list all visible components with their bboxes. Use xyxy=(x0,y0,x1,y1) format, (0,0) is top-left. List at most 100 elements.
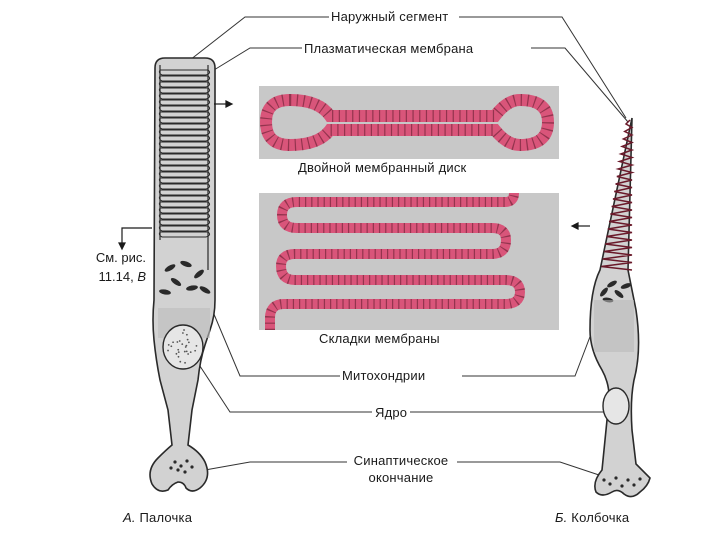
rod-disk xyxy=(158,123,211,130)
mitochondrion xyxy=(186,285,198,291)
label-outer-segment: Наружный сегмент xyxy=(331,9,449,24)
membrane-folds-segments xyxy=(265,192,526,330)
caption-rod-name: Палочка xyxy=(139,510,193,525)
chromatin-dot xyxy=(170,345,173,348)
synaptic-vesicle xyxy=(626,478,630,482)
chromatin-dot xyxy=(194,349,197,352)
rod-disk xyxy=(158,111,211,118)
chromatin-dot xyxy=(181,343,184,346)
synaptic-vesicle xyxy=(176,468,180,472)
rod-disk xyxy=(158,153,211,160)
label-nucleus: Ядро xyxy=(375,405,408,420)
synaptic-vesicle xyxy=(183,470,187,474)
mitochondrion xyxy=(600,287,608,297)
see-fig-line1: См. рис. xyxy=(95,250,146,265)
chromatin-dot xyxy=(186,338,189,341)
rod-disk xyxy=(158,105,211,112)
cone-nucleus xyxy=(602,387,630,425)
synaptic-vesicle xyxy=(190,465,194,469)
chromatin-dot xyxy=(187,341,190,344)
label-membrane-folds: Складки мембраны xyxy=(319,331,440,346)
rod-disk xyxy=(158,99,211,106)
leader-plasma-rod xyxy=(213,47,302,71)
caption-rod-letter: А. xyxy=(123,510,136,525)
leader-plasma-cone xyxy=(531,47,629,123)
rod-cell xyxy=(149,57,216,492)
rod-disk xyxy=(158,177,211,184)
mitochondrion xyxy=(607,280,617,288)
mitochondrion xyxy=(194,269,204,279)
synaptic-vesicle xyxy=(620,484,624,488)
synaptic-vesicle xyxy=(632,483,636,487)
synaptic-vesicle xyxy=(169,466,173,470)
cone-inner-segment-granules xyxy=(594,300,634,352)
mitochondrion xyxy=(620,283,632,289)
arrow-to-disk-panel-head xyxy=(225,100,234,108)
double-disk-membrane-segments xyxy=(259,93,555,152)
membrane-folds-panel-bg xyxy=(259,193,559,330)
rod-disk xyxy=(158,93,211,100)
synaptic-vesicle xyxy=(638,477,642,481)
rod-synaptic-vesicles xyxy=(169,459,194,474)
double-disk-panel xyxy=(259,86,559,159)
rod-disk xyxy=(158,75,211,82)
mitochondrion xyxy=(159,289,171,295)
cone-fold-zigzag xyxy=(601,119,635,271)
caption-cone: Б. Колбочка xyxy=(555,510,629,525)
chromatin-dot xyxy=(178,340,181,342)
chromatin-dot xyxy=(184,346,187,348)
arrow-to-fold-region-head xyxy=(570,222,579,230)
synaptic-vesicle xyxy=(173,460,177,464)
chromatin-dot xyxy=(167,343,170,346)
synaptic-vesicle xyxy=(614,476,618,480)
cone-cell xyxy=(589,117,651,498)
see-fig-letter: В xyxy=(137,269,146,284)
rod-disk xyxy=(158,189,211,196)
rod-disk xyxy=(158,117,211,124)
chromatin-dot xyxy=(185,350,188,353)
mitochondrion xyxy=(199,286,211,294)
leader-nucleus-rod xyxy=(195,359,372,413)
chromatin-dot xyxy=(189,351,192,354)
leader-synaptic-rod xyxy=(204,461,347,471)
label-mitochondria: Митохондрии xyxy=(342,368,426,383)
chromatin-dot xyxy=(187,353,190,355)
chromatin-dot xyxy=(177,351,180,354)
synaptic-vesicle xyxy=(602,478,606,482)
rod-disk xyxy=(158,195,211,202)
leader-synaptic-cone xyxy=(457,461,609,479)
chromatin-dot xyxy=(179,360,182,363)
chromatin-dot xyxy=(183,329,185,331)
rod-disk xyxy=(158,219,211,226)
caption-cone-name: Колбочка xyxy=(571,510,630,525)
rod-mitochondria xyxy=(159,260,211,295)
rod-disk xyxy=(158,159,211,166)
rod-outer-segment-disks xyxy=(158,65,211,270)
chromatin-dot xyxy=(182,332,184,334)
cone-synaptic-vesicles xyxy=(602,476,642,488)
arrow-see-fig-head xyxy=(118,242,126,251)
rod-nucleus-texture xyxy=(167,329,198,364)
chromatin-dot xyxy=(183,350,186,353)
chromatin-dot xyxy=(177,348,180,351)
pointer-arrows xyxy=(118,100,590,251)
membrane-folds-panel xyxy=(259,192,559,330)
rod-disk xyxy=(158,147,211,154)
synaptic-vesicle xyxy=(179,464,183,468)
mitochondrion xyxy=(164,264,176,272)
leader-outer-segment-rod xyxy=(189,16,329,61)
caption-cone-letter: Б. xyxy=(555,510,568,525)
leader-lines xyxy=(189,16,629,479)
rod-disk xyxy=(158,81,211,88)
chromatin-dot xyxy=(176,341,179,343)
rod-disk xyxy=(158,87,211,94)
synaptic-vesicle xyxy=(185,459,189,463)
leader-outer-segment-cone xyxy=(459,16,627,119)
caption-rod: А. Палочка xyxy=(123,510,192,525)
rod-disk xyxy=(158,171,211,178)
label-synaptic-line2: окончание xyxy=(368,470,434,485)
leader-mitochondria-rod xyxy=(207,299,340,377)
mitochondrion xyxy=(180,260,192,268)
rod-nucleus xyxy=(162,324,204,370)
